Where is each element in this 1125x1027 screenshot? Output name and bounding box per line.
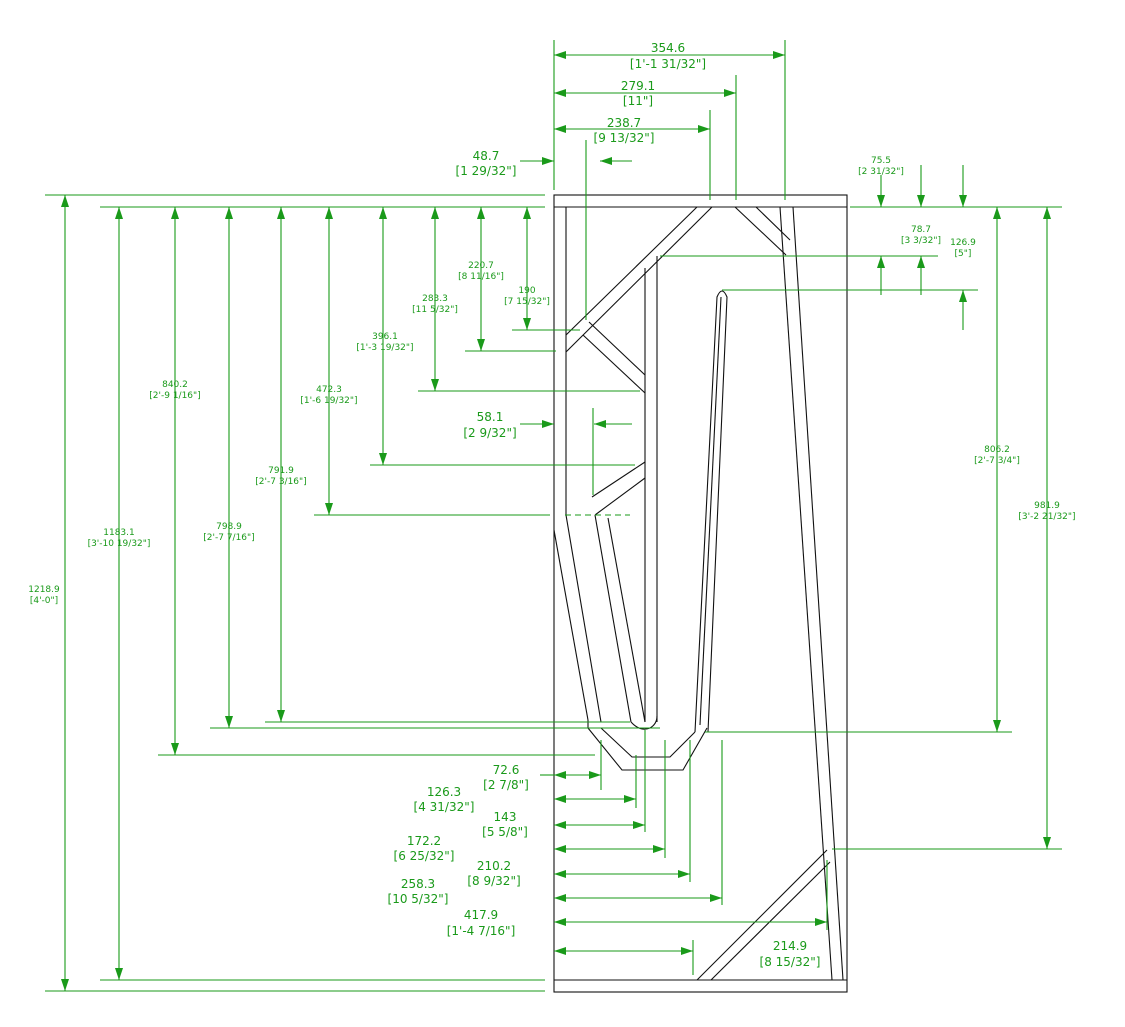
dim-h1218-value: 1218.9 xyxy=(28,585,60,595)
dim-h1183-value: 1183.1 xyxy=(103,528,135,538)
dim-w238-imperial: [9 13/32"] xyxy=(594,131,655,145)
dim-h190-imperial: [7 15/32"] xyxy=(504,297,550,307)
brace-mid-b xyxy=(582,334,646,394)
dim-h791-value: 791.9 xyxy=(268,466,294,476)
dim-b143-imperial: [5 5/8"] xyxy=(482,825,528,839)
dim-w279-imperial: [11"] xyxy=(623,94,653,108)
channel-mid-outer xyxy=(594,514,632,723)
dim-w48-imperial: [1 29/32"] xyxy=(456,164,517,178)
dim-b172-imperial: [6 25/32"] xyxy=(394,849,455,863)
brace-bottom-right-a xyxy=(696,849,828,981)
dim-b126-value: 126.3 xyxy=(427,785,461,799)
dim-w279-value: 279.1 xyxy=(621,79,655,93)
dim-b417-imperial: [1'-4 7/16"] xyxy=(447,924,516,938)
brace-mid-a xyxy=(588,321,646,376)
dim-d75-imperial: [2 31/32"] xyxy=(858,167,904,177)
dim-b172-value: 172.2 xyxy=(407,834,441,848)
dim-d75-value: 75.5 xyxy=(871,156,891,166)
dim-w354-value: 354.6 xyxy=(651,41,685,55)
dim-h840-imperial: [2'-9 1/16"] xyxy=(149,391,200,401)
dim-h220-value: 220.7 xyxy=(468,261,494,271)
dim-h798-value: 798.9 xyxy=(216,522,242,532)
channel-left-outer xyxy=(553,529,589,721)
cabinet-geometry xyxy=(553,194,848,993)
dim-w354-imperial: [1'-1 31/32"] xyxy=(630,57,706,71)
dim-h981-imperial: [3'-2 21/32"] xyxy=(1018,512,1075,522)
dim-d126-value: 126.9 xyxy=(950,238,976,248)
dim-h283-imperial: [11 5/32"] xyxy=(412,305,458,315)
dim-h472-value: 472.3 xyxy=(316,385,342,395)
bottom-trapezoid-outer xyxy=(587,720,708,771)
bottom-trapezoid-inner xyxy=(600,727,696,758)
dim-b126-imperial: [4 31/32"] xyxy=(414,800,475,814)
dim-h472-imperial: [1'-6 19/32"] xyxy=(300,396,357,406)
dim-b210-imperial: [8 9/32"] xyxy=(467,874,520,888)
dim-d78-imperial: [3 3/32"] xyxy=(901,236,941,246)
dim-b214-value: 214.9 xyxy=(773,939,807,953)
long-panel-inner xyxy=(699,296,722,726)
brace-top-right-b xyxy=(755,206,791,241)
dimension-lines xyxy=(45,40,1062,992)
dim-h396-value: 396.1 xyxy=(372,332,398,342)
dim-h840-value: 840.2 xyxy=(162,380,188,390)
right-wall-inner xyxy=(792,206,844,981)
dim-h1183-imperial: [3'-10 19/32"] xyxy=(88,539,151,549)
dim-w58-imperial: [2 9/32"] xyxy=(463,426,516,440)
dim-b143-value: 143 xyxy=(494,810,517,824)
long-panel xyxy=(694,290,728,733)
channel-mid-inner xyxy=(607,517,646,723)
dimension-labels: 354.6 [1'-1 31/32"] 279.1 [11"] 238.7 [9… xyxy=(28,41,1075,969)
dim-w58-value: 58.1 xyxy=(477,410,504,424)
dim-d126-imperial: [5"] xyxy=(955,249,972,259)
dim-b72-imperial: [2 7/8"] xyxy=(483,778,529,792)
dim-b258-imperial: [10 5/32"] xyxy=(388,892,449,906)
dim-b417-value: 417.9 xyxy=(464,908,498,922)
dim-h283-value: 283.3 xyxy=(422,294,448,304)
dim-w48-value: 48.7 xyxy=(473,149,500,163)
dim-b258-value: 258.3 xyxy=(401,877,435,891)
dim-h806-imperial: [2'-7 3/4"] xyxy=(974,456,1020,466)
brace-lower-a xyxy=(591,461,646,498)
brace-top-left-a xyxy=(565,206,698,336)
brace-lower-b xyxy=(594,477,646,516)
dim-b72-value: 72.6 xyxy=(493,763,520,777)
dim-h806-value: 806.2 xyxy=(984,445,1010,455)
brace-top-right-a xyxy=(734,206,787,256)
right-wall-outer xyxy=(779,206,833,981)
dim-h981-value: 981.9 xyxy=(1034,501,1060,511)
dim-h1218-imperial: [4'-0"] xyxy=(30,596,58,606)
dim-h220-imperial: [8 11/16"] xyxy=(458,272,504,282)
dim-w238-value: 238.7 xyxy=(607,116,641,130)
cabinet-outline xyxy=(553,194,848,993)
dim-d78-value: 78.7 xyxy=(911,225,931,235)
dim-h791-imperial: [2'-7 3/16"] xyxy=(255,477,306,487)
dim-h396-imperial: [1'-3 19/32"] xyxy=(356,343,413,353)
dim-h190-value: 190 xyxy=(518,286,535,296)
dim-b210-value: 210.2 xyxy=(477,859,511,873)
brace-top-left-b xyxy=(565,206,713,353)
dim-h798-imperial: [2'-7 7/16"] xyxy=(203,533,254,543)
channel-left-inner xyxy=(565,514,602,723)
dim-b214-imperial: [8 15/32"] xyxy=(760,955,821,969)
